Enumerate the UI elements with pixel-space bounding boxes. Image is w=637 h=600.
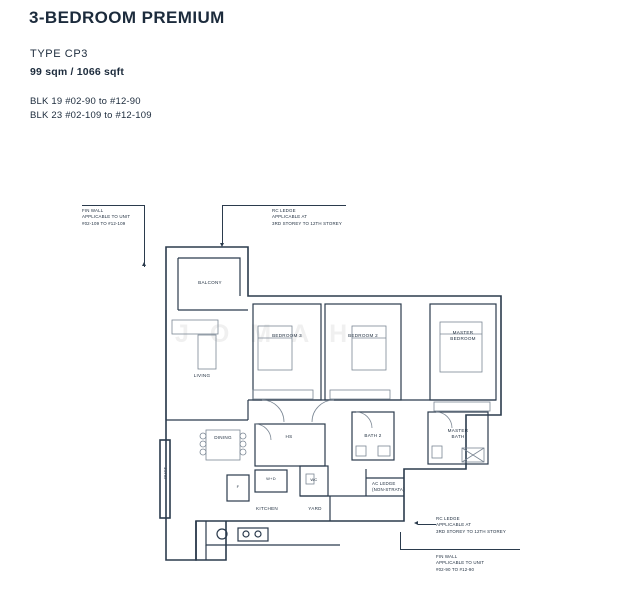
page-title: 3-BEDROOM PREMIUM bbox=[29, 8, 225, 27]
room-label-washer-dryer: W+D bbox=[266, 476, 276, 481]
leader-fin-wall-top-h bbox=[82, 205, 144, 206]
leader-rc-ledge-bottom-h bbox=[418, 524, 436, 525]
room-label-balcony: BALCONY bbox=[198, 280, 222, 285]
block-units-1: BLK 19 #02-90 to #12-90 bbox=[30, 96, 141, 107]
arrow-rc-ledge-top bbox=[220, 243, 224, 247]
callout-rc-ledge-bottom: RC LEDGE APPLICABLE AT 3RD STOREY TO 12T… bbox=[436, 516, 506, 534]
leader-fin-wall-top-v bbox=[144, 205, 145, 267]
block-units-2: BLK 23 #02-109 to #12-109 bbox=[30, 110, 152, 121]
callout-ac-ledge: AC LEDGE (non-strata) bbox=[372, 481, 405, 493]
room-label-hs: HS bbox=[285, 434, 293, 439]
room-label-master-bath: MASTER BATH bbox=[447, 428, 469, 440]
leader-rc-ledge-top-h bbox=[222, 205, 346, 206]
room-label-bedroom-3: BEDROOM 3 bbox=[272, 333, 302, 338]
room-label-duct: DUCT bbox=[162, 466, 168, 479]
arrow-fin-wall-top bbox=[142, 262, 146, 266]
callout-fin-wall-top: FIN WALL APPLICABLE TO UNIT #02-109 to #… bbox=[82, 208, 131, 226]
unit-area: 99 sqm / 1066 sqft bbox=[30, 66, 125, 78]
arrow-rc-ledge-bottom bbox=[414, 521, 418, 525]
room-label-living: LIVING bbox=[193, 373, 211, 378]
room-label-master-bedroom: MASTER BEDROOM bbox=[450, 330, 476, 342]
room-label-bedroom-2: BEDROOM 2 bbox=[348, 333, 378, 338]
room-label-fridge: F bbox=[236, 484, 240, 489]
leader-fin-wall-bottom-h bbox=[400, 549, 520, 550]
room-label-wc: WC bbox=[310, 477, 318, 482]
callout-fin-wall-bottom: FIN WALL APPLICABLE TO UNIT #02-90 to #1… bbox=[436, 554, 485, 572]
room-label-kitchen: KITCHEN bbox=[256, 506, 278, 511]
room-label-dining: DINING bbox=[214, 435, 232, 440]
room-label-yard: YARD bbox=[308, 506, 322, 511]
leader-rc-ledge-top-v bbox=[222, 205, 223, 245]
leader-fin-wall-bottom-v bbox=[400, 532, 401, 549]
callout-rc-ledge-top: RC LEDGE APPLICABLE AT 3RD STOREY TO 12T… bbox=[272, 208, 342, 226]
unit-type: TYPE CP3 bbox=[30, 48, 88, 60]
room-label-bath-2: BATH 2 bbox=[364, 433, 382, 438]
